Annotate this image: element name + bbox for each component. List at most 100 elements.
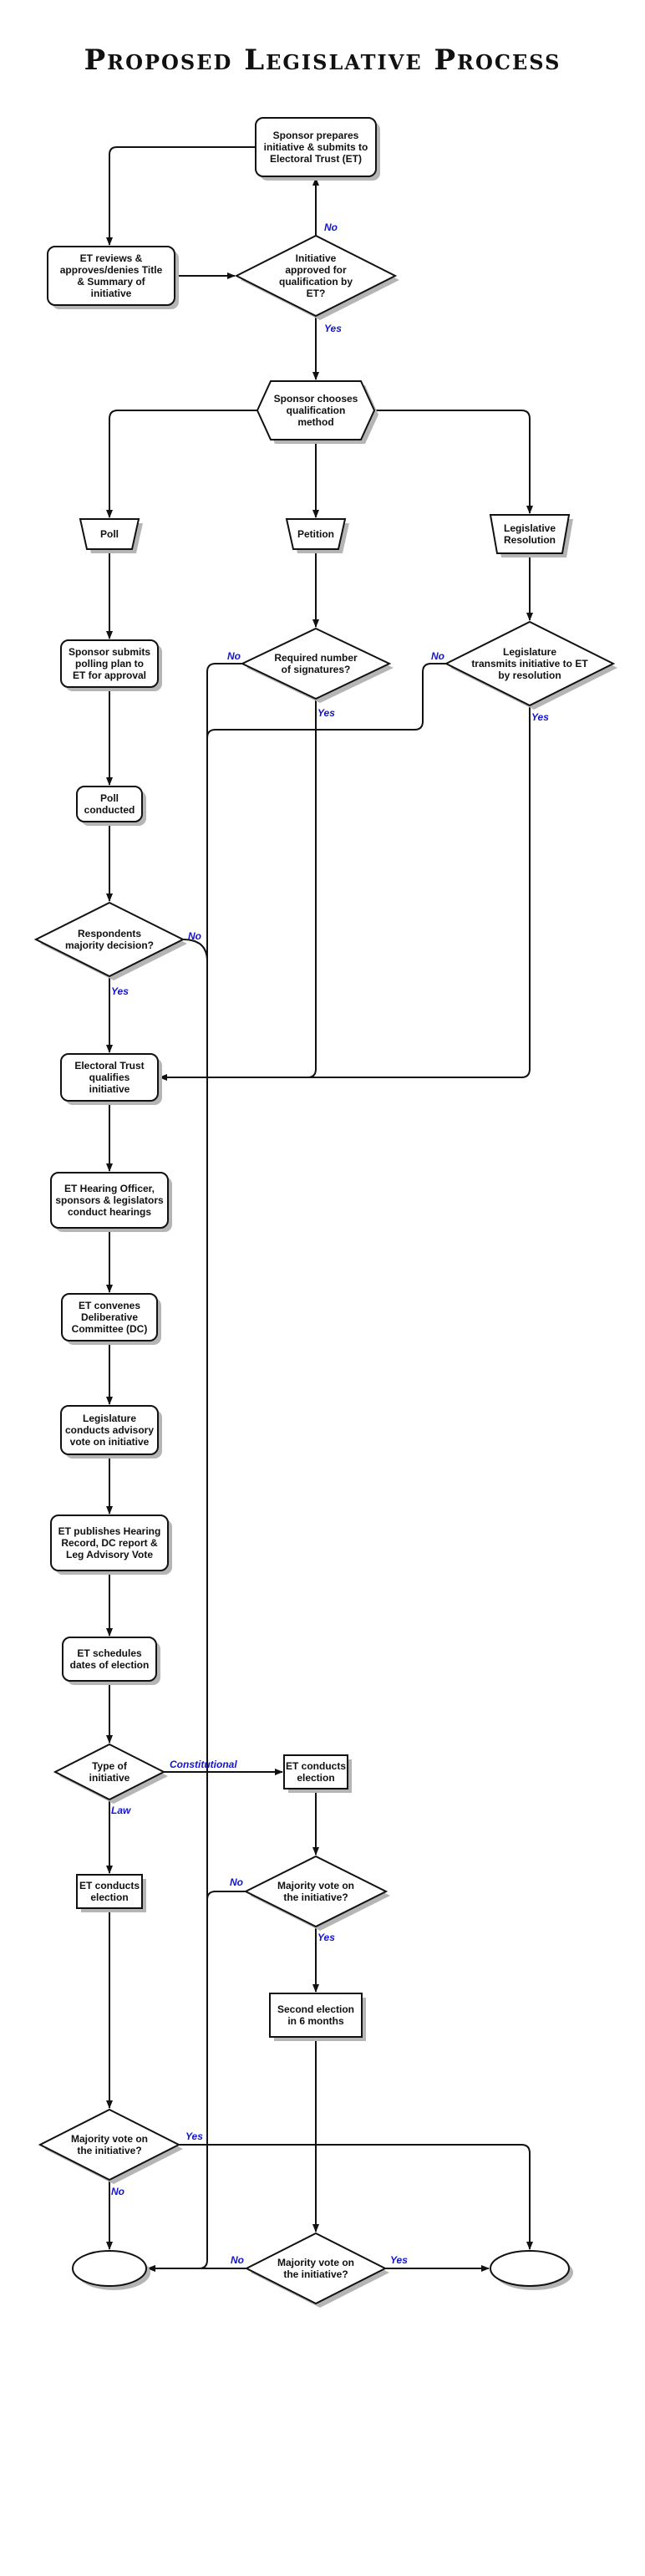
- node-shape: [444, 620, 616, 707]
- edge-method-to-resolution: [374, 410, 533, 514]
- node-shape: [255, 117, 377, 177]
- node-shape: [60, 1405, 159, 1455]
- node-shape: [269, 1993, 363, 2038]
- node-shape: [72, 2250, 147, 2287]
- node-hearings: ET Hearing Officer,sponsors & legislator…: [50, 1172, 172, 1232]
- node-shape: [285, 518, 347, 550]
- page-title: Proposed Legislative Process: [84, 43, 561, 77]
- node-et-reviews: ET reviews &approves/denies Title& Summa…: [47, 246, 179, 309]
- node-shape: [33, 901, 185, 978]
- edge-label-no: No: [188, 930, 201, 942]
- node-label: ET reviews &approves/denies Title& Summa…: [60, 252, 163, 299]
- edge-label-yes: Yes: [317, 1932, 335, 1943]
- node-shape: [243, 1855, 389, 1928]
- node-shape: [61, 1293, 158, 1341]
- edge-majority-decision-no: [182, 939, 208, 962]
- edge-majority-law-yes: [179, 2144, 533, 2250]
- node-shape: [240, 627, 392, 700]
- node-shape: [76, 786, 143, 822]
- node-label: Petition: [297, 528, 334, 540]
- node-shape: [283, 1754, 348, 1789]
- edge-signatures-yes-to-qualifies: [159, 699, 317, 1081]
- node-shape: [79, 518, 140, 550]
- node-shape: [489, 514, 571, 554]
- edge-label-yes: Yes: [531, 711, 549, 723]
- edge-label-no: No: [324, 221, 338, 233]
- edge-label-yes: Yes: [185, 2131, 203, 2142]
- edge-label-yes: Yes: [324, 323, 342, 334]
- edge-label-no: No: [227, 650, 241, 662]
- node-shape: [60, 639, 159, 688]
- edge-label-yes: Yes: [390, 2254, 408, 2266]
- edge-label-yes: Yes: [317, 707, 335, 719]
- edge-label-no: No: [231, 2254, 244, 2266]
- edge-label-no: No: [431, 650, 444, 662]
- connector-layer: [106, 146, 533, 2272]
- edge-label-no: No: [230, 1876, 243, 1888]
- node-shape: [60, 1053, 159, 1102]
- edge-label-law: Law: [111, 1805, 131, 1816]
- edge-transmits-no: [206, 663, 446, 739]
- edge-label-constitutional: Constitutional: [170, 1759, 237, 1770]
- node-poll: Poll: [79, 518, 143, 553]
- node-shape: [234, 234, 398, 318]
- node-shape: [53, 1743, 166, 1801]
- node-shape: [47, 246, 175, 306]
- node-shape: [50, 1172, 169, 1229]
- edge-signatures-no: [147, 663, 242, 2272]
- node-shape: [76, 1874, 143, 1909]
- edge-majority-const-no: [206, 1891, 246, 1901]
- edge-method-to-poll: [106, 410, 257, 518]
- edge-transmits-yes-to-qualifies: [160, 705, 531, 1078]
- edge-label-layer: NoYesNoYesNoYesNoYesConstitutionalLawNoY…: [111, 221, 549, 2266]
- node-shape: [244, 2232, 388, 2305]
- node-shape: [50, 1515, 169, 1571]
- node-label: Poll: [100, 528, 119, 540]
- node-shape: [256, 380, 376, 440]
- edge-label-no: No: [111, 2186, 124, 2197]
